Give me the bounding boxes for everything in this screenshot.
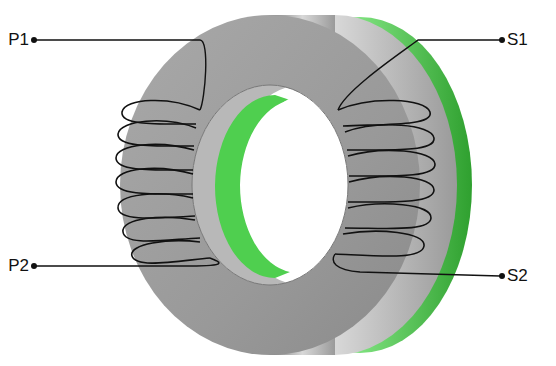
lead-wire (36, 40, 500, 276)
terminal-dot (31, 37, 505, 279)
terminal-label: P1 (8, 30, 29, 50)
terminal-label: P2 (8, 256, 29, 276)
terminal-label: S1 (507, 30, 528, 50)
core-front-face (120, 15, 420, 355)
secondary-winding (335, 100, 435, 256)
primary-winding (116, 100, 210, 263)
terminal-label: S2 (507, 266, 528, 286)
